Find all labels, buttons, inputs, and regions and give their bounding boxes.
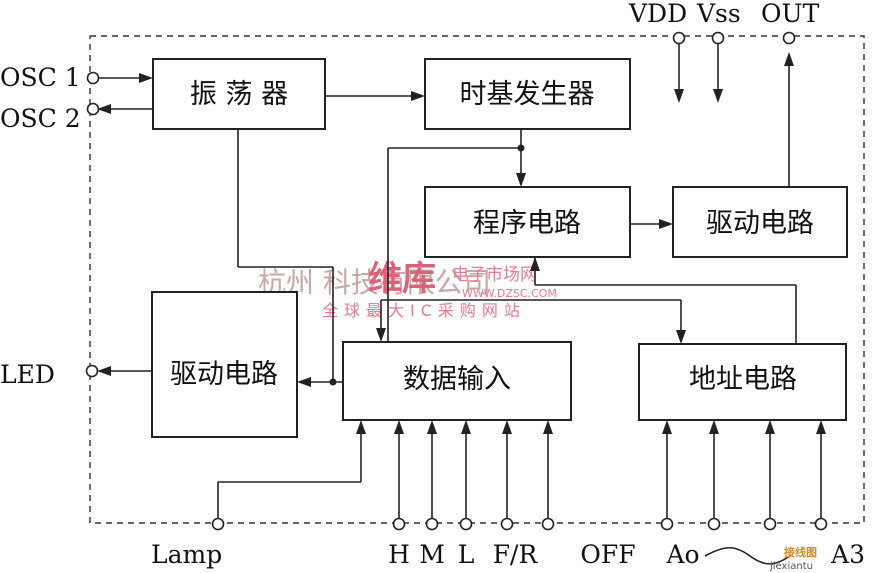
a0-label: Ao — [665, 540, 699, 569]
off-terminal — [541, 517, 555, 531]
off-label: OFF — [580, 540, 635, 569]
m-terminal — [425, 517, 439, 531]
a0-terminal — [660, 517, 674, 531]
watermark-slogan: 全球最大IC采购网站 — [322, 301, 526, 320]
wiring — [96, 42, 826, 565]
l-label: L — [458, 540, 475, 569]
led-label: LED — [0, 360, 55, 389]
vdd-label: VDD — [628, 0, 687, 28]
a3-label: A3 — [830, 540, 865, 569]
driver-right-label: 驱动电路 — [706, 208, 814, 239]
h-label: H — [388, 540, 410, 569]
driver-right-block — [672, 186, 848, 258]
lamp-label: Lamp — [151, 540, 222, 569]
out-terminal — [782, 31, 796, 45]
watermark: 杭州 科技有限公司 维库 电子市场网 WWW.DZSC.COM 全球最大IC采购… — [258, 259, 557, 320]
timebase-block — [424, 58, 631, 130]
a3-terminal — [814, 517, 828, 531]
a2-terminal — [763, 517, 777, 531]
out-label: OUT — [761, 0, 820, 28]
data-input-block — [342, 341, 572, 421]
osc1-label: OSC 1 — [0, 63, 81, 92]
a1-terminal — [707, 517, 721, 531]
timebase-label: 时基发生器 — [460, 79, 595, 110]
led-terminal — [85, 364, 99, 378]
corner-logo-url: jiexiantu — [769, 561, 813, 572]
osc2-terminal — [86, 102, 100, 116]
lamp-terminal — [211, 517, 225, 531]
vdd-terminal — [672, 31, 686, 45]
watermark-brand: 维库 — [368, 259, 436, 299]
corner-logo-text: 接线图 — [784, 545, 817, 559]
watermark-url: WWW.DZSC.COM — [462, 287, 557, 300]
chip-boundary — [89, 35, 865, 524]
h-terminal — [392, 517, 406, 531]
pin-terminals — [85, 31, 828, 531]
fr-terminal — [500, 517, 514, 531]
oscillator-label: 振 荡 器 — [190, 79, 288, 110]
m-label: M — [419, 540, 445, 569]
oscillator-block — [152, 58, 326, 130]
vss-label: Vss — [696, 0, 741, 28]
program-label: 程序电路 — [473, 208, 581, 239]
address-block — [638, 343, 847, 421]
vss-terminal — [711, 31, 725, 45]
corner-logo: 接线图 jiexiantu — [769, 545, 817, 572]
data-input-label: 数据输入 — [403, 364, 511, 395]
driver-left-block — [151, 291, 298, 438]
l-terminal — [459, 517, 473, 531]
osc1-terminal — [86, 71, 100, 85]
fr-label: F/R — [493, 540, 539, 569]
osc2-label: OSC 2 — [0, 104, 81, 133]
address-label: 地址电路 — [689, 364, 797, 395]
watermark-site: 电子市场网 — [452, 265, 537, 285]
driver-left-label: 驱动电路 — [170, 359, 278, 390]
program-block — [424, 186, 631, 258]
